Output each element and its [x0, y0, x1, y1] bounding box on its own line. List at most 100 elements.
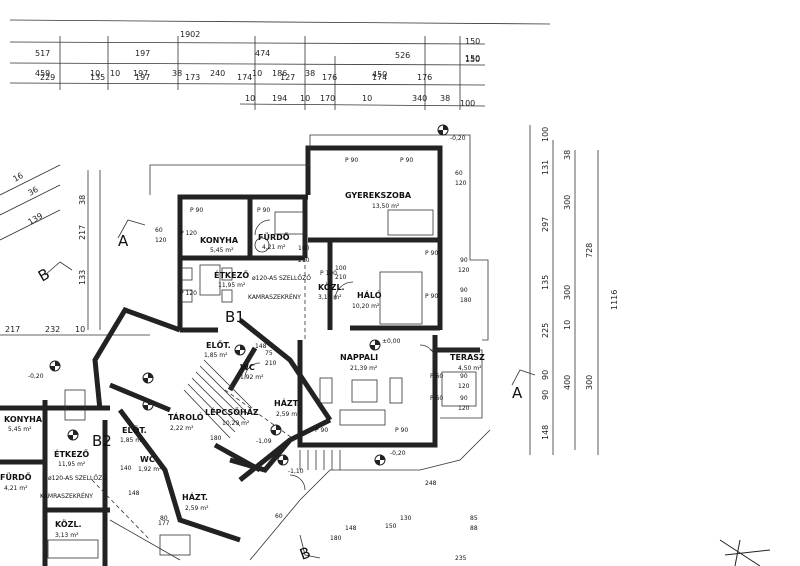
- north-arrow-icon: [719, 539, 771, 566]
- window-dim: 120: [155, 237, 167, 244]
- dim: 140: [120, 465, 132, 472]
- section-label-a-left: A: [118, 232, 129, 250]
- dim: 88: [470, 525, 478, 532]
- dim: 177: [158, 520, 170, 527]
- room-area-hazt1: 2,59 m²: [276, 411, 300, 418]
- room-area-wc2: 1,92 m²: [138, 466, 162, 473]
- dim: 225: [541, 323, 550, 338]
- window-dim: 120: [458, 267, 470, 274]
- dim: 10: [245, 94, 255, 103]
- level-mark-icon: [277, 454, 289, 466]
- dim: 232: [45, 325, 60, 334]
- room-name-elot2: ELŐT.: [122, 425, 147, 435]
- room-name-wc2: WC: [140, 455, 155, 464]
- room-area-lepcsohaz: 10,29 m²: [222, 420, 250, 427]
- room-name-wc1: WC: [240, 363, 255, 372]
- dim: 135: [90, 73, 105, 82]
- level-text: -1,09: [256, 438, 272, 445]
- room-area-terasz: 4,50 m²: [458, 365, 482, 372]
- dim: 130: [400, 515, 412, 522]
- dim: 1116: [610, 290, 619, 310]
- room-name-terasz: TERASZ: [450, 353, 485, 362]
- dim-top-150a: 150: [465, 37, 480, 46]
- level-mark-icon: [234, 344, 246, 356]
- room-area-halo: 10,20 m²: [352, 303, 380, 310]
- dim: 38: [78, 195, 87, 205]
- level-mark-icon: [369, 339, 381, 351]
- dim: 100: [335, 265, 347, 272]
- unit-label-b2: B2: [92, 432, 112, 450]
- dim: 148: [541, 425, 550, 440]
- dim: 526: [395, 51, 410, 60]
- room-name-hazt2: HÁZT.: [182, 491, 208, 502]
- dim: 16: [12, 171, 25, 184]
- room-name-kozl-b: KÖZL.: [55, 519, 82, 529]
- room-name-furdo-b: FÜRDŐ: [0, 472, 32, 482]
- door-mark: P 60: [430, 395, 443, 402]
- room-area-elot2: 1,85 m²: [120, 437, 144, 444]
- level-mark-icon: [142, 399, 154, 411]
- room-name-lepcsohaz: LÉPCSŐHÁZ: [205, 406, 259, 417]
- dim: 150: [385, 523, 397, 530]
- level-mark-icon: [270, 424, 282, 436]
- internal-dims: 100 210 100 210 75 210 140 180 80 148 17…: [120, 245, 478, 562]
- dim: 148: [255, 343, 267, 350]
- window-dim: 180: [460, 297, 472, 304]
- dim: 197: [133, 69, 148, 78]
- room-name-tarolo: TÁROLÓ: [168, 411, 204, 422]
- room-area-gyerekszoba: 13,50 m²: [372, 203, 400, 210]
- room-name-hazt1: HÁZT.: [274, 397, 300, 408]
- dim: 10: [362, 94, 372, 103]
- room-area-elot1: 1,85 m²: [204, 352, 228, 359]
- dim: 10: [90, 69, 100, 78]
- level-text: -0,20: [390, 450, 406, 457]
- dim: 38: [563, 150, 572, 160]
- unit-labels: B1 B2: [92, 308, 245, 450]
- dim: 235: [455, 555, 467, 562]
- level-marks: -0,20 ±0,00 -0,20 -1,09 -1,10: [28, 124, 466, 475]
- room-area-konyha: 5,45 m²: [210, 247, 234, 254]
- room-name-elot1: ELŐT.: [206, 340, 231, 350]
- door-mark: P 90: [257, 207, 270, 214]
- dim: 85: [470, 515, 478, 522]
- room-labels: GYEREKSZOBA 13,50 m² KONYHA 5,45 m² FÜRD…: [0, 191, 485, 539]
- room-area-tarolo: 2,22 m²: [170, 425, 194, 432]
- dim: 133: [78, 270, 87, 285]
- dim: 229: [40, 73, 55, 82]
- dim: 90: [541, 390, 550, 400]
- dashed-lines: [91, 239, 440, 541]
- level-text: ±0,00: [382, 338, 401, 345]
- window-dim: 120: [455, 180, 467, 187]
- room-name-szellozo: ø120-AS SZELLŐZŐ: [252, 275, 311, 282]
- walls-upper-unit: [92, 134, 491, 561]
- dim: 38: [440, 94, 450, 103]
- room-name-etkezo-b: ÉTKEZŐ: [54, 448, 89, 459]
- dim: 90: [541, 370, 550, 380]
- window-dim: 90: [460, 287, 468, 294]
- section-label-a-right: A: [512, 384, 523, 402]
- dim: 194: [272, 94, 287, 103]
- door-mark: P 90: [400, 157, 413, 164]
- dim: 139: [27, 211, 45, 226]
- dim: 240: [210, 69, 225, 78]
- dim: 10: [563, 320, 572, 330]
- dim: 459: [35, 69, 50, 78]
- level-mark-icon: [67, 429, 79, 441]
- dim: 10: [110, 69, 120, 78]
- dim: 135: [541, 275, 550, 290]
- door-mark: P 90: [315, 427, 328, 434]
- room-area-kozl: 3,13 m²: [318, 294, 342, 301]
- dim: 38: [172, 69, 182, 78]
- dim: 400: [563, 375, 572, 390]
- dim: 148: [345, 525, 357, 532]
- dim: 300: [563, 195, 572, 210]
- window-dim: 90: [460, 395, 468, 402]
- room-area-furdo: 4,21 m²: [262, 244, 286, 251]
- dim: 100: [541, 127, 550, 142]
- dim: 131: [541, 160, 550, 175]
- dim: 10: [75, 325, 85, 334]
- section-label-b-left: B: [35, 265, 53, 286]
- room-area-nappali: 21,39 m²: [350, 365, 378, 372]
- dim: 728: [585, 243, 594, 258]
- level-mark-icon: [49, 360, 61, 372]
